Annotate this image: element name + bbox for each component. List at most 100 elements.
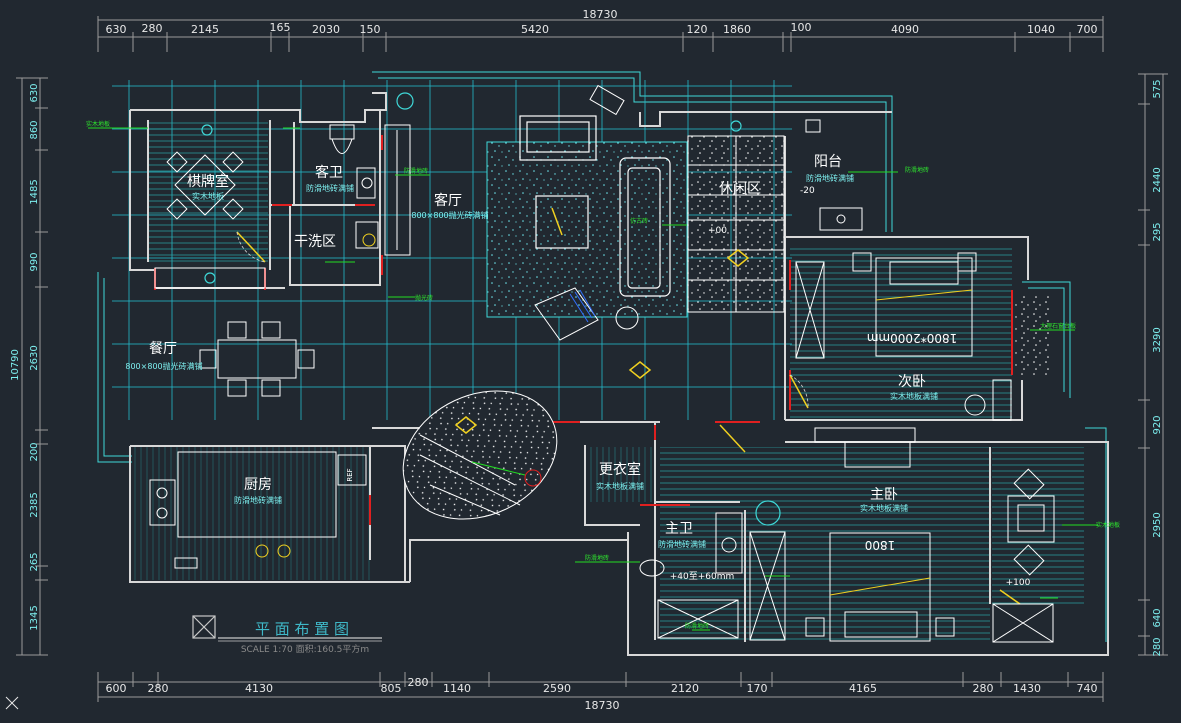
dim-bottom: 740 — [1077, 682, 1098, 695]
annotation-notes: 实木地板 防滑地砖 抛光砖 仿古砖 大理石窗台板 防滑地砖 实木地板 防滑地砖 … — [86, 120, 1120, 630]
note: 防滑地砖 — [585, 554, 609, 562]
dim-top: 150 — [360, 23, 381, 36]
room-wash-name: 干洗区 — [294, 234, 336, 250]
dim-bottom: 280 — [408, 676, 429, 689]
room-kitchen-name: 厨房 — [244, 477, 272, 493]
kitchen-hatch — [130, 445, 370, 580]
dim-left: 1485 — [29, 179, 40, 204]
dim-top: 2145 — [191, 23, 219, 36]
dim-top: 1860 — [723, 23, 751, 36]
title-block: 平 面 布 置 图 SCALE 1:70 面积:160.5平方m — [192, 615, 382, 655]
dim-left-total: 10790 — [10, 349, 21, 381]
door-arcs — [236, 231, 809, 409]
dim-bottom: 4165 — [849, 682, 877, 695]
room-master-bath-name: 主卫 — [665, 521, 693, 537]
dim-left: 1345 — [29, 605, 40, 630]
dim-top: 5420 — [521, 23, 549, 36]
dim-bottom: 4130 — [245, 682, 273, 695]
dim-bottom: 600 — [106, 682, 127, 695]
note: 大理石窗台板 — [1040, 322, 1076, 330]
dim-right: 295 — [1152, 222, 1163, 241]
armchair — [534, 287, 599, 341]
chess-cabinet — [154, 267, 266, 289]
sofa-set — [519, 115, 671, 297]
bay-window-floor — [1012, 294, 1050, 376]
cloak-room-floor — [585, 447, 655, 502]
dim-top: 280 — [142, 22, 163, 35]
note: 实木地板 — [1096, 521, 1120, 529]
dim-right: 3290 — [1152, 327, 1163, 352]
annotation-leaders — [88, 127, 1098, 631]
dim-left: 200 — [29, 442, 40, 461]
balcony-fixtures — [805, 119, 863, 231]
guest-bath-fixtures — [329, 124, 411, 256]
dim-left: 2630 — [29, 345, 40, 370]
dim-left: 860 — [29, 120, 40, 139]
master-bath-fixtures — [639, 512, 743, 639]
master-bed-size: 1800 — [865, 538, 896, 552]
room-second-bed-name: 次卧 — [898, 374, 926, 390]
room-labels: 棋牌室 实木地板 客卫 防滑地砖满铺 客厅 800×800抛光砖满铺 休闲区 阳… — [125, 154, 1030, 588]
room-balcony-name: 阳台 — [814, 154, 842, 170]
master-bed — [805, 532, 955, 642]
dim-right: 575 — [1152, 79, 1163, 98]
room-cloak-name: 更衣室 — [599, 461, 641, 478]
note: 仿古砖 — [630, 217, 648, 225]
ucs-icon — [5, 696, 19, 710]
decor-plants — [201, 92, 781, 526]
dim-bottom: 2120 — [671, 682, 699, 695]
dim-bottom: 280 — [973, 682, 994, 695]
room-guest-bath-name: 客卫 — [315, 164, 343, 181]
room-chess-name: 棋牌室 — [187, 173, 229, 190]
dim-right: 920 — [1152, 415, 1163, 434]
room-second-bed-floor: 实木地板满铺 — [890, 391, 938, 401]
second-bed-wood-floor — [790, 248, 1012, 420]
dim-bottom: 170 — [747, 682, 768, 695]
room-dining-floor: 800×800抛光砖满铺 — [125, 361, 202, 371]
dim-top: 165 — [270, 21, 291, 34]
dim-top: 100 — [791, 21, 812, 34]
dim-right: 2440 — [1152, 167, 1163, 192]
dimension-lines — [21, 19, 1164, 698]
second-bed-desk — [814, 379, 1012, 468]
room-living-floor: 800×800抛光砖满铺 — [411, 210, 488, 220]
dim-left: 630 — [29, 83, 40, 102]
bottom-dimension-labels: 600 280 4130 805 280 1140 2590 2120 170 … — [106, 676, 1098, 712]
room-leisure-name: 休闲区 — [719, 181, 761, 197]
room-master-bath-floor: 防滑地砖满铺 — [658, 539, 706, 549]
dim-bottom: 1140 — [443, 682, 471, 695]
dim-left: 265 — [29, 552, 40, 571]
dim-top: 4090 — [891, 23, 919, 36]
door-swings — [236, 231, 1021, 605]
dim-top: 2030 — [312, 23, 340, 36]
dining-table — [199, 321, 315, 397]
room-master-bed-name: 主卧 — [870, 487, 898, 503]
drawing-title: 平 面 布 置 图 — [255, 620, 349, 638]
oval-lounge — [402, 390, 558, 520]
wardrobe — [749, 468, 1055, 643]
dim-right: 280 — [1152, 637, 1163, 656]
dim-top: 120 — [687, 23, 708, 36]
level-balcony: -20 — [800, 186, 815, 196]
note: 抛光砖 — [415, 294, 433, 302]
level-leisure: +00 — [708, 226, 727, 236]
room-guest-bath-floor: 防滑地砖满铺 — [306, 183, 354, 193]
room-cloak-floor: 实木地板满铺 — [596, 481, 644, 491]
room-dining-name: 餐厅 — [149, 341, 177, 357]
dim-bottom: 2590 — [543, 682, 571, 695]
kitchen-fixtures — [149, 451, 367, 569]
drawing-scale: SCALE 1:70 面积:160.5平方m — [241, 643, 369, 655]
level-master-bed: +100 — [1006, 578, 1031, 588]
dim-right: 2950 — [1152, 512, 1163, 537]
right-dimension-labels: 575 2440 295 3290 920 2950 640 280 — [1152, 79, 1163, 656]
note: 防滑地砖 — [905, 166, 929, 174]
dryer-unit — [355, 221, 379, 249]
room-balcony-floor: 防滑地砖满铺 — [806, 173, 854, 183]
level-master-bath: +40至+60mm — [670, 571, 735, 582]
dim-top: 1040 — [1027, 23, 1055, 36]
second-bed-size: 1800*2000mm — [867, 331, 957, 345]
top-dimension-labels: 18730 630 280 2145 165 2030 150 5420 120… — [106, 8, 1098, 36]
room-chess-floor: 实木地板 — [192, 191, 224, 201]
dim-left: 990 — [29, 252, 40, 271]
